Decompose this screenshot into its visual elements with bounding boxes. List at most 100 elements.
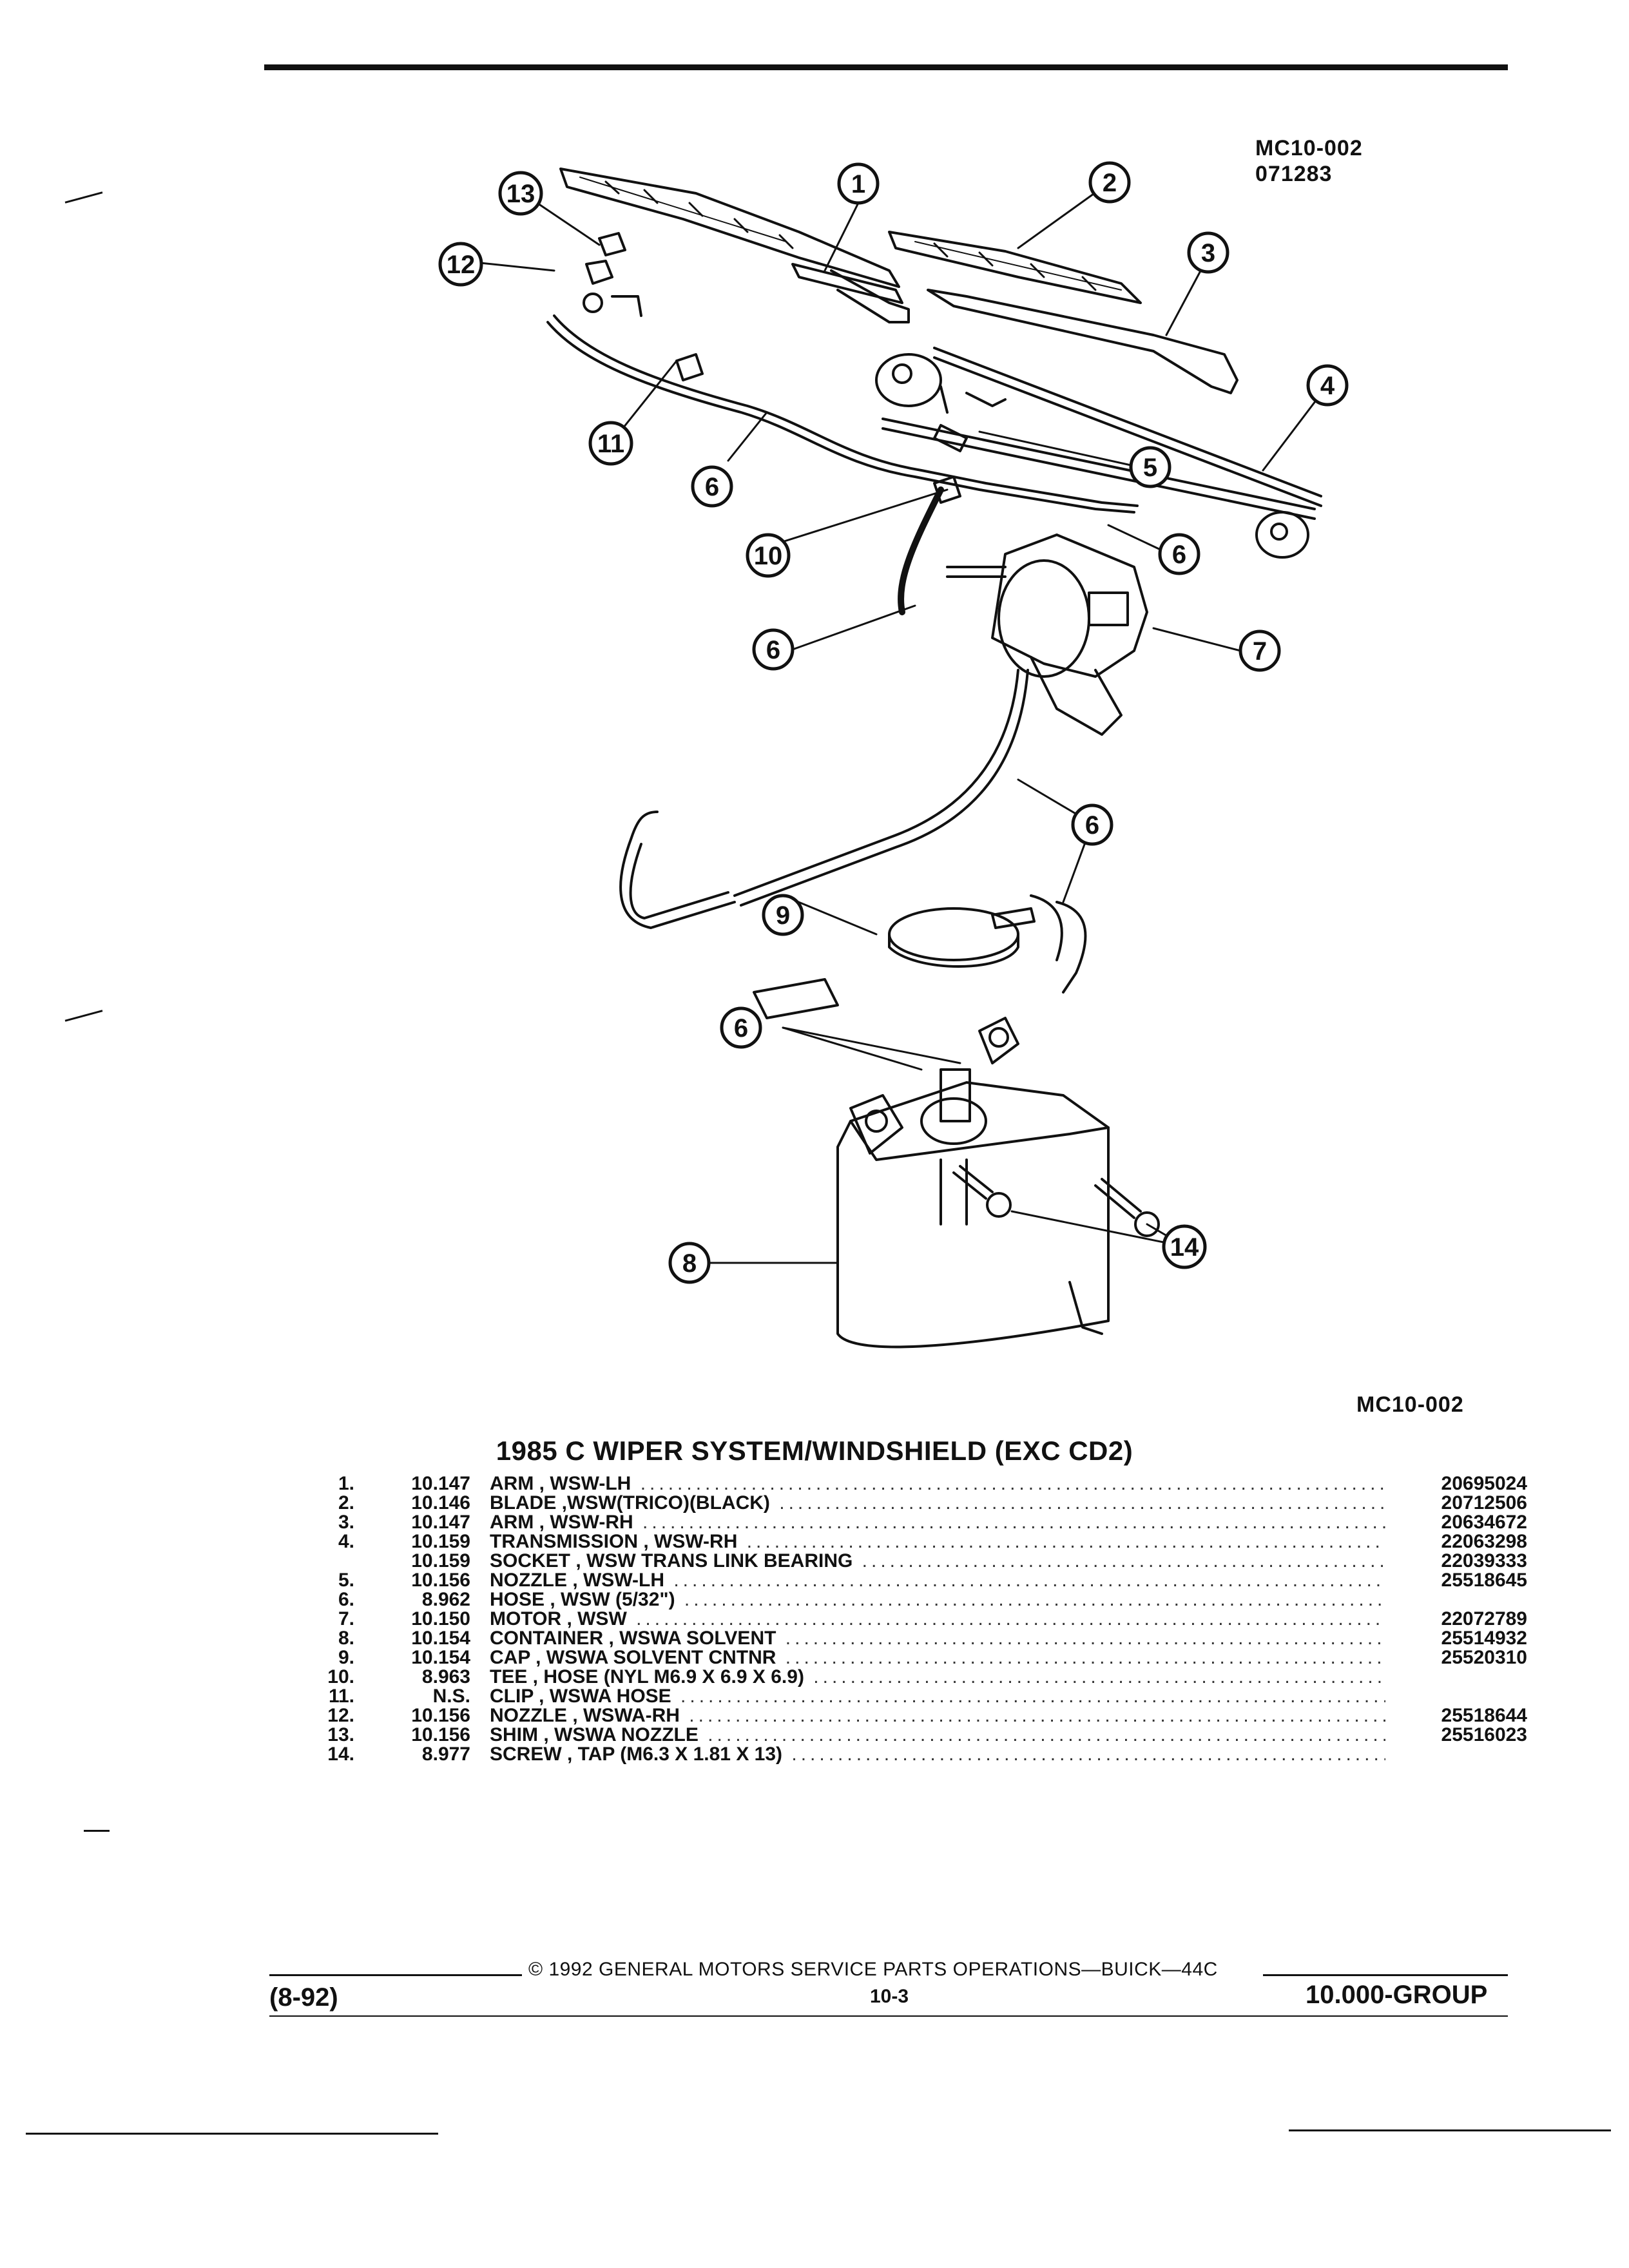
dot-leader: ........................................… — [684, 1590, 1385, 1610]
callout-6c: 6 — [752, 628, 795, 671]
part-description: NOZZLE , WSWA-RH .......................… — [490, 1706, 1385, 1725]
item-number: 12. — [327, 1705, 354, 1726]
dot-leader: ........................................… — [813, 1667, 1385, 1687]
section-number: 8.962 — [421, 1589, 470, 1610]
section-number: 10.154 — [411, 1647, 470, 1668]
callout-12: 12 — [438, 242, 483, 287]
description-text: CLIP , WSWA HOSE — [490, 1687, 671, 1706]
section-number: 10.147 — [411, 1473, 470, 1494]
part-number: 22072789 — [1441, 1608, 1527, 1629]
footer-rule-bottom — [269, 2015, 1508, 2017]
part-number: 20634672 — [1441, 1512, 1527, 1533]
dot-leader: ........................................… — [791, 1745, 1385, 1764]
callout-4: 4 — [1306, 364, 1349, 407]
section-number: 10.146 — [411, 1492, 470, 1514]
hose-clip — [675, 353, 704, 381]
part-description: CAP , WSWA SOLVENT CNTNR ...............… — [490, 1648, 1385, 1667]
part-number: 25518645 — [1441, 1570, 1527, 1591]
item-number: 10. — [327, 1666, 354, 1687]
dot-leader: ........................................… — [862, 1552, 1385, 1571]
part-description: CLIP , WSWA HOSE .......................… — [490, 1687, 1385, 1706]
description-text: MOTOR , WSW — [490, 1610, 627, 1629]
part-number: 22063298 — [1441, 1531, 1527, 1552]
item-number: 9. — [338, 1647, 354, 1668]
description-text: NOZZLE , WSW-LH — [490, 1571, 665, 1590]
scan-mark — [84, 1830, 110, 1832]
solvent-cap — [888, 907, 1036, 968]
table-row: 11.N.S.CLIP , WSWA HOSE ................… — [316, 1687, 1527, 1706]
svg-text:12: 12 — [447, 251, 476, 279]
svg-text:3: 3 — [1201, 239, 1215, 267]
item-number: 11. — [328, 1686, 354, 1707]
callout-6b: 6 — [1158, 533, 1200, 575]
svg-text:5: 5 — [1143, 454, 1157, 482]
callout-6a: 6 — [691, 465, 733, 508]
callout-7: 7 — [1239, 629, 1281, 672]
dot-leader: ........................................… — [689, 1706, 1385, 1725]
dot-leader: ........................................… — [785, 1629, 1385, 1648]
nozzle-lh — [933, 424, 968, 452]
blade-lh — [559, 168, 900, 288]
section-number: 10.147 — [411, 1512, 470, 1533]
arm-lh — [791, 263, 910, 323]
part-description: SHIM , WSWA NOZZLE .....................… — [490, 1725, 1385, 1745]
transmission-linkage — [875, 347, 1322, 559]
callout-1: 1 — [837, 162, 880, 205]
part-description: SOCKET , WSW TRANS LINK BEARING ........… — [490, 1552, 1385, 1571]
item-number: 8. — [338, 1628, 354, 1649]
callout-5: 5 — [1129, 446, 1171, 488]
callout-8: 8 — [668, 1242, 711, 1284]
item-number: 7. — [338, 1608, 354, 1629]
wiper-motor — [946, 533, 1148, 736]
blade-rh — [888, 231, 1142, 304]
group-label: 10.000-GROUP — [1306, 1981, 1488, 2009]
svg-text:6: 6 — [766, 636, 780, 664]
dot-leader: ........................................… — [680, 1687, 1385, 1706]
part-description: BLADE ,WSW(TRICO)(BLACK) ...............… — [490, 1494, 1385, 1513]
section-number: 10.159 — [411, 1531, 470, 1552]
part-number: 22039333 — [1441, 1550, 1527, 1571]
tap-screws — [952, 1165, 1160, 1237]
revision-date: (8-92) — [269, 1983, 338, 2012]
part-number: 25516023 — [1441, 1724, 1527, 1745]
dot-leader: ........................................… — [779, 1494, 1385, 1513]
part-number: 25518644 — [1441, 1705, 1527, 1726]
callout-10: 10 — [746, 533, 791, 578]
diagram-ref-date: 071283 — [1255, 162, 1333, 186]
callout-14: 14 — [1162, 1224, 1207, 1269]
section-number: 10.156 — [411, 1724, 470, 1745]
part-description: HOSE , WSW (5/32") .....................… — [490, 1590, 1385, 1610]
leader-lines — [479, 181, 1329, 1264]
part-number: 25520310 — [1441, 1647, 1527, 1668]
svg-text:9: 9 — [776, 901, 790, 930]
svg-text:1: 1 — [851, 170, 865, 198]
dot-leader: ........................................… — [640, 1474, 1385, 1494]
svg-text:7: 7 — [1253, 637, 1267, 666]
part-description: TRANSMISSION , WSW-RH ..................… — [490, 1532, 1385, 1552]
callout-6d: 6 — [1071, 803, 1113, 846]
hose-tee — [933, 476, 961, 504]
section-number: 10.154 — [411, 1628, 470, 1649]
description-text: TEE , HOSE (NYL M6.9 X 6.9 X 6.9) — [490, 1667, 804, 1687]
callout-2: 2 — [1088, 161, 1131, 204]
callout-9: 9 — [762, 894, 804, 936]
part-number: 25514932 — [1441, 1628, 1527, 1649]
callout-6e: 6 — [720, 1006, 762, 1049]
dot-leader: ........................................… — [746, 1532, 1385, 1552]
svg-text:8: 8 — [682, 1249, 697, 1278]
item-number: 6. — [338, 1589, 354, 1610]
solvent-container — [753, 978, 1110, 1349]
section-number: 8.977 — [421, 1744, 470, 1765]
table-row: 9. 10.154 CAP , WSWA SOLVENT CNTNR .......… — [316, 1648, 1527, 1667]
callout-13: 13 — [498, 171, 543, 216]
